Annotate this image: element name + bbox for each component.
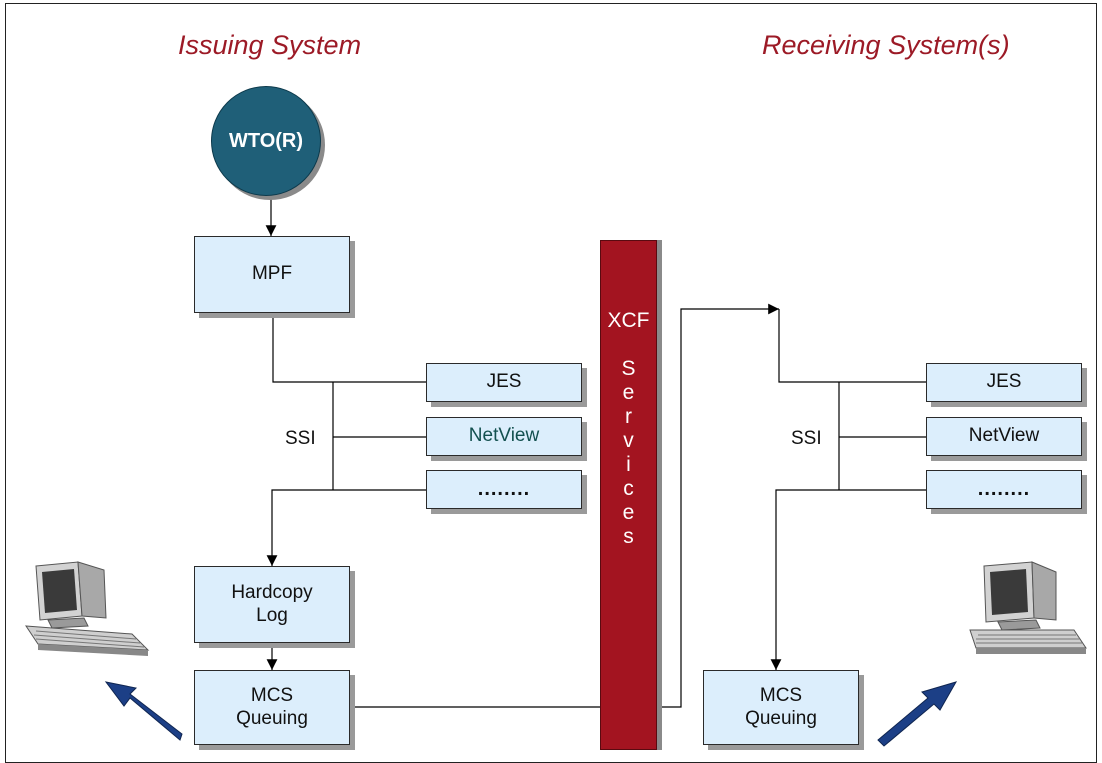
ssi-to-hardcopy-arrow [266,489,333,566]
diagram: Issuing System Receiving System(s) [5,3,1097,763]
xcf-transfer-arrow [354,303,779,708]
receiving-system-heading: Receiving System(s) [762,30,1010,60]
hardcopy-log-box: Hardcopy Log [194,566,350,643]
receiving-mcs-queuing-box: MCS Queuing [703,670,859,745]
computer-terminal-icon [25,561,150,656]
xcf-services-bar: XCF S e r v i c e s [600,240,657,750]
ssi-to-receiving-mcs-arrow [770,489,839,670]
mpf-box: MPF [194,236,350,313]
issuing-mcs-queuing-box: MCS Queuing [194,670,350,745]
wto-label: WTO(R) [228,129,304,152]
connector-lines [265,195,926,708]
issuing-ssi-label: SSI [285,428,316,449]
receiving-ssi-label: SSI [791,428,822,449]
wto-node: WTO(R) [211,86,321,196]
xcf-services-label: XCF S e r v i c e s [607,309,650,548]
receiving-more-subsystems-box: ........ [926,470,1082,509]
issuing-jes-box: JES [426,363,582,402]
computer-terminal-icon [969,561,1087,654]
receiving-to-jes-line [778,309,926,383]
mpf-to-jes-line [272,313,426,383]
issuing-netview-box: NetView [426,417,582,456]
arrow-icon [104,681,183,741]
issuing-more-subsystems-box: ........ [426,470,582,509]
receiving-netview-box: NetView [926,417,1082,456]
receiving-jes-box: JES [926,363,1082,402]
issuing-system-heading: Issuing System [178,30,362,60]
arrow-icon [877,681,958,747]
